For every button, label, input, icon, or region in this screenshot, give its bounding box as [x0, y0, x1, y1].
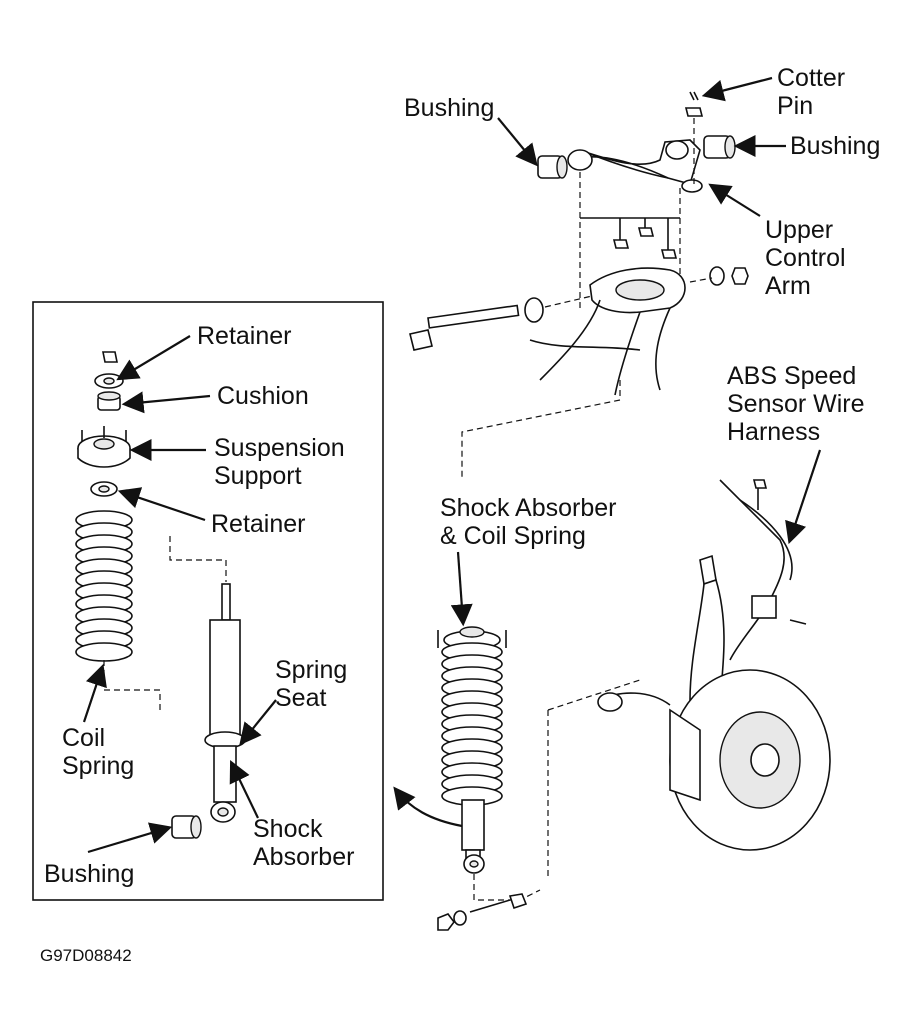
retainer-top-label: Retainer [197, 322, 292, 350]
suspension-support-label: Suspension Support [214, 434, 345, 490]
cotter-pin-label-line1: Cotter [777, 64, 846, 92]
suspension-support-line2: Support [214, 462, 302, 490]
bushing-upper-right-label: Bushing [790, 132, 881, 160]
abs-harness-line2: Sensor Wire [727, 390, 865, 418]
upper-control-arm-illustration [409, 91, 749, 396]
long-bolt [427, 304, 520, 329]
bushing-upper-left-label: Bushing [404, 94, 495, 122]
retainer-lower-label: Retainer [211, 510, 306, 538]
castle-nut [684, 107, 704, 117]
spring-seat-label: Spring Seat [275, 656, 347, 712]
shock-coil-assembly-line1: Shock Absorber [440, 494, 617, 522]
bushing-upper-left-part [537, 155, 568, 179]
upper-control-arm-label: Upper Control Arm [765, 216, 846, 300]
shock-absorber-line2: Absorber [253, 843, 355, 871]
spring-coil [75, 642, 133, 662]
bushing-lower-label: Bushing [44, 860, 135, 888]
abs-harness-label: ABS Speed Sensor Wire Harness [727, 362, 865, 446]
abs-harness-line3: Harness [727, 418, 821, 446]
cotter-pin-label-line2: Pin [777, 92, 814, 120]
coil-spring-label: Coil Spring [62, 724, 134, 780]
coil-spring-line2: Spring [62, 752, 135, 780]
coil-spring-line1: Coil [62, 724, 106, 752]
upper-control-arm-line1: Upper [765, 216, 834, 244]
figure-code: G97D08842 [40, 946, 132, 965]
cotter-pin-label: Cotter Pin [777, 64, 845, 120]
cushion-label: Cushion [217, 382, 309, 410]
upper-control-arm-line3: Arm [765, 272, 811, 300]
spring-seat-line2: Seat [275, 684, 327, 712]
cotter-pin-part [689, 91, 699, 101]
abs-harness-line1: ABS Speed [727, 362, 857, 390]
upper-control-arm-line2: Control [765, 244, 846, 272]
shock-coil-assembly-illustration [437, 626, 641, 931]
bushing-upper-right-part [703, 135, 736, 159]
detail-inset-box [32, 301, 384, 901]
suspension-support-line1: Suspension [214, 434, 345, 462]
spring-seat-line1: Spring [275, 656, 348, 684]
shock-coil-assembly-line2: & Coil Spring [440, 522, 586, 550]
leader-lines [82, 76, 822, 854]
shock-absorber-line1: Shock [253, 815, 323, 843]
inset-parts-illustration [75, 351, 246, 839]
shock-coil-assembly-label: Shock Absorber & Coil Spring [440, 494, 617, 550]
shock-absorber-label: Shock Absorber [253, 815, 354, 871]
knuckle-abs-illustration [597, 479, 831, 851]
